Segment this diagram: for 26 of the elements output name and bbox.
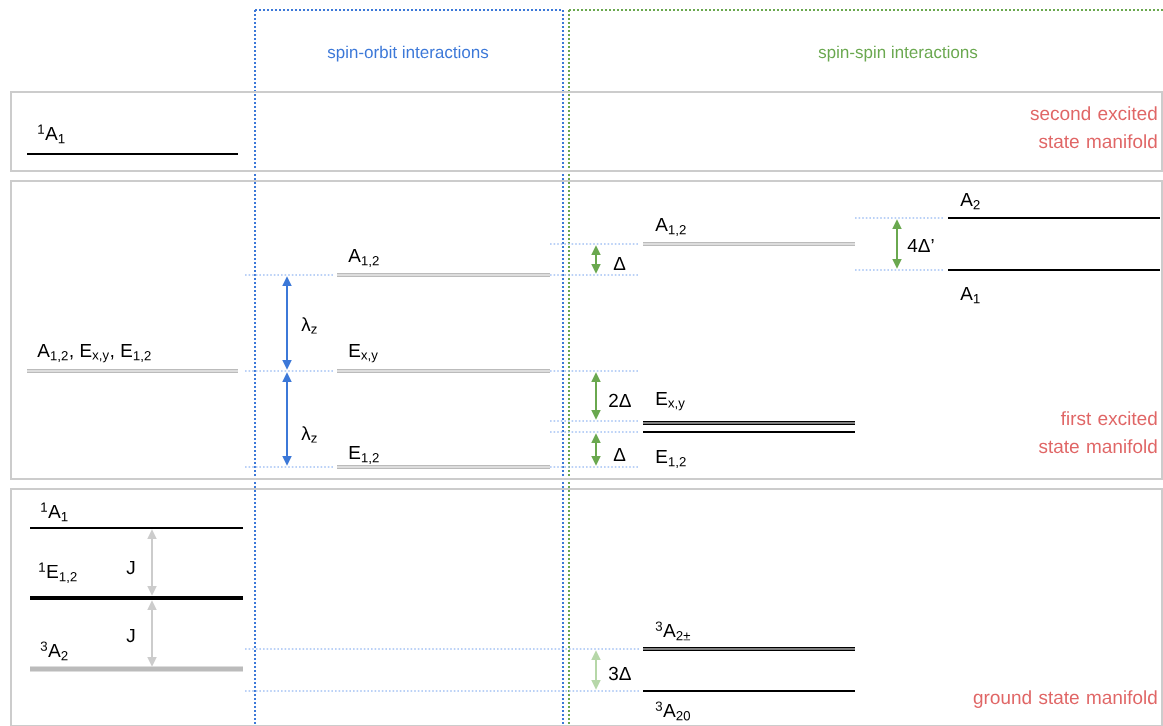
level-label: $^{1}$E$_{1,2}$ (39, 562, 77, 583)
level-label: $^{1}$A$_{1}$ (38, 124, 65, 144)
splitting-label: J (126, 628, 135, 643)
splitting-label: J (126, 560, 135, 575)
column-heading: spin-orbit interactions (327, 45, 489, 62)
column-heading: spin-spin interactions (818, 45, 978, 62)
level-label: E$_{1,2}$ (656, 449, 686, 468)
level-label: A$_{1,2}$, E$_{x,y}$, E$_{1,2}$ (37, 343, 151, 363)
splitting-label: λ$_{z}$ (301, 317, 317, 334)
splitting-label: Δ (613, 447, 626, 461)
splitting-label: Δ (613, 256, 626, 270)
splitting-label: 3Δ (608, 666, 631, 681)
level-label: A$_{2}$ (960, 192, 980, 210)
splitting-label: 4Δ’ (907, 238, 934, 252)
level-label: E$_{x,y}$ (349, 343, 378, 363)
level-label: $^{1}$A$_{1}$ (41, 502, 68, 522)
level-label: A$_{1,2}$ (655, 217, 686, 237)
level-label: $^{3}$A$_{2±}$ (655, 621, 691, 641)
level-label: A$_{1}$ (960, 286, 980, 304)
level-label: A$_{1,2}$ (348, 248, 379, 268)
level-label: E$_{1,2}$ (349, 445, 379, 464)
level-label: $^{3}$A$_{20}$ (655, 701, 691, 721)
level-label: $^{3}$A$_{2}$ (40, 641, 68, 661)
level-label: E$_{x,y}$ (656, 391, 685, 411)
splitting-label: λ$_{z}$ (301, 426, 317, 443)
splitting-label: 2Δ (609, 393, 631, 407)
